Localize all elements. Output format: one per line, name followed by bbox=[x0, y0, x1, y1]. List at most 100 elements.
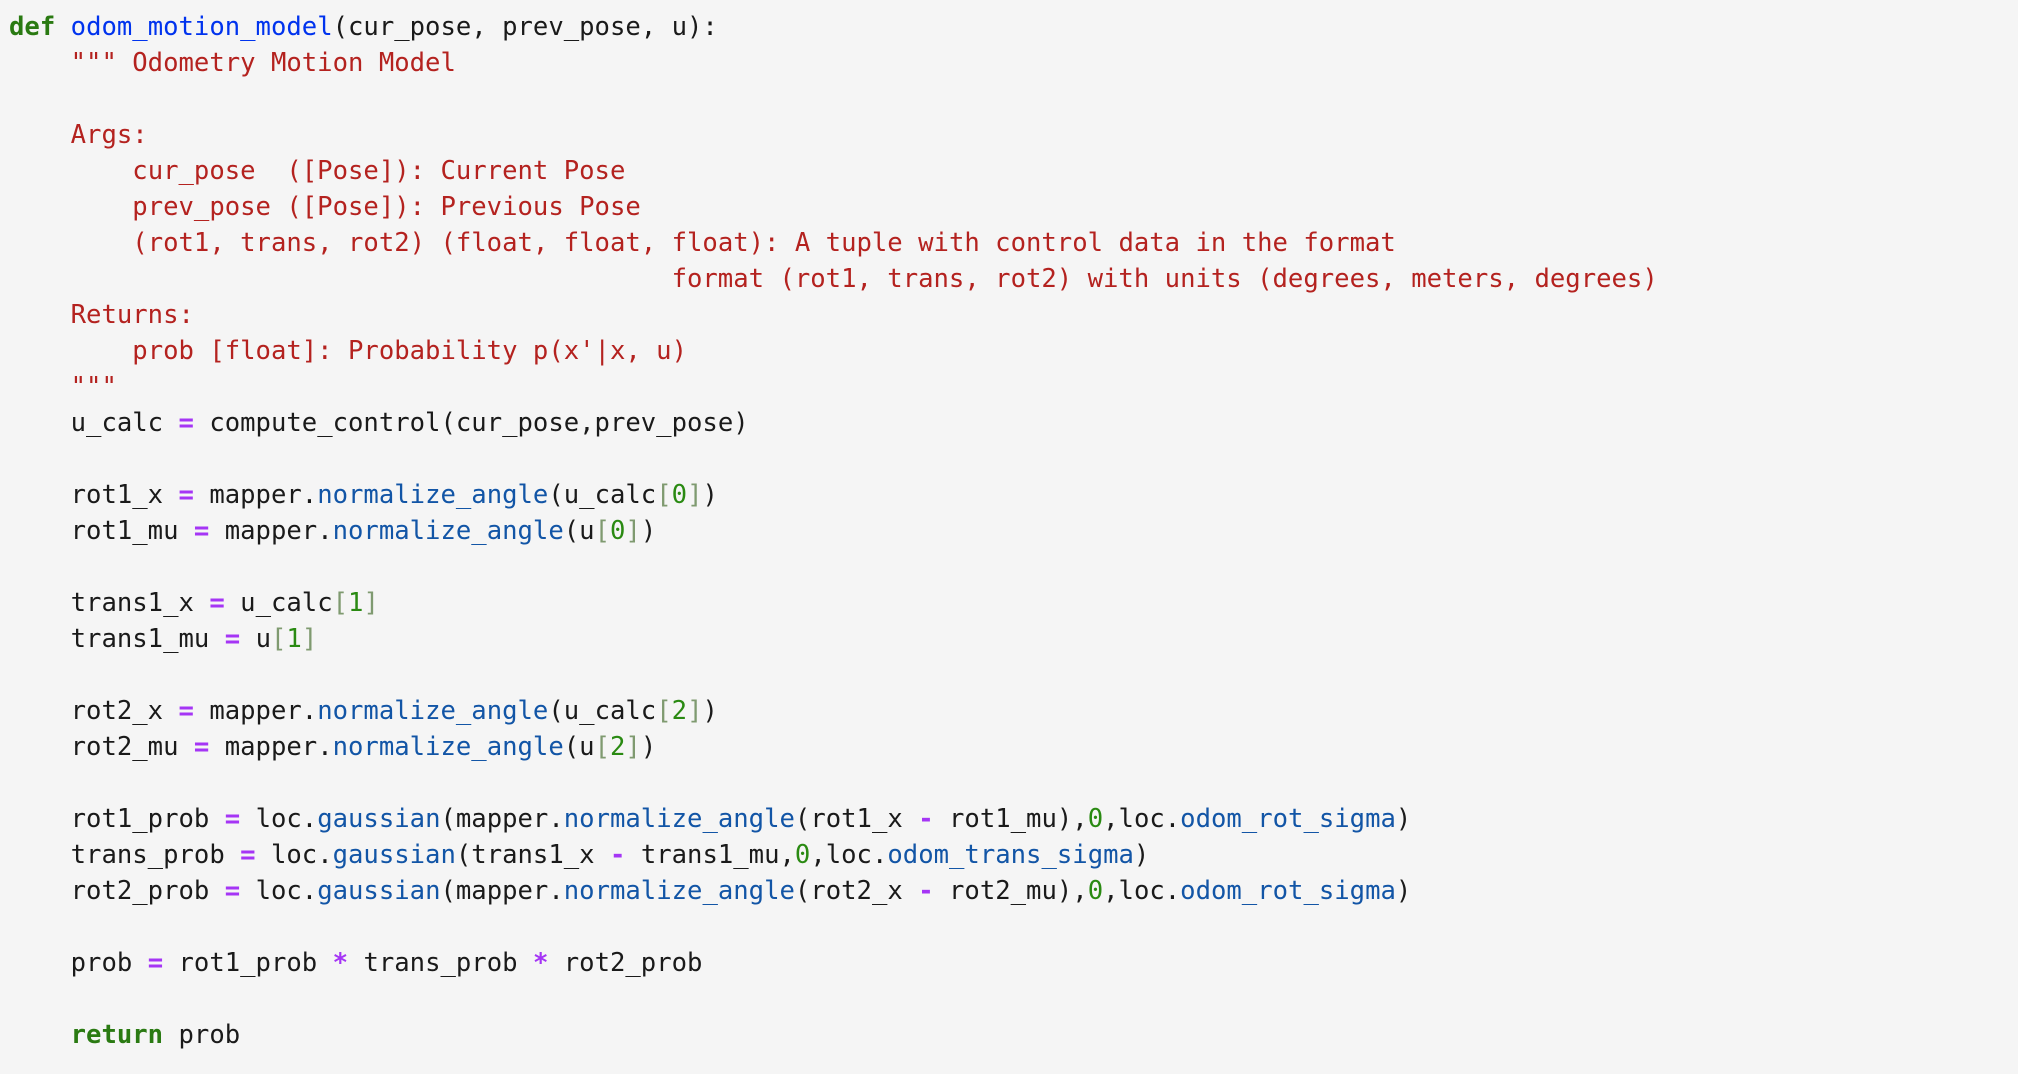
code-text: mapper. bbox=[209, 732, 333, 762]
function-name-token: odom_motion_model bbox=[70, 12, 333, 42]
operator-token: - bbox=[609, 840, 626, 870]
docstring-token: Args: bbox=[70, 120, 148, 150]
code-line: rot1_x = mapper.normalize_angle(u_calc[0… bbox=[9, 477, 1658, 513]
code-text: rot2_x bbox=[9, 696, 179, 726]
code-line: cur_pose ([Pose]): Current Pose bbox=[9, 153, 1658, 189]
operator-token: - bbox=[918, 876, 934, 906]
bracket-token: ] bbox=[687, 696, 703, 726]
code-text bbox=[9, 300, 71, 330]
code-text: rot1_mu), bbox=[933, 804, 1088, 834]
code-text: ,loc. bbox=[1103, 876, 1181, 906]
code-cell[interactable]: def odom_motion_model(cur_pose, prev_pos… bbox=[9, 9, 1658, 1053]
operator-token: = bbox=[209, 588, 225, 618]
docstring-token: cur_pose ([Pose]): Current Pose bbox=[132, 156, 626, 186]
code-text: ) bbox=[1395, 804, 1412, 834]
code-line: """ Odometry Motion Model bbox=[9, 45, 1658, 81]
number-token: 2 bbox=[671, 696, 688, 726]
method-token: normalize_angle bbox=[332, 732, 564, 762]
code-line: """ bbox=[9, 369, 1658, 405]
number-token: 1 bbox=[348, 588, 364, 618]
code-line: rot2_x = mapper.normalize_angle(u_calc[2… bbox=[9, 693, 1658, 729]
docstring-token: prob [float]: Probability p(x'|x, u) bbox=[132, 336, 687, 366]
keyword-token: return bbox=[70, 1020, 164, 1050]
code-line: rot2_prob = loc.gaussian(mapper.normaliz… bbox=[9, 873, 1658, 909]
method-token: normalize_angle bbox=[317, 480, 549, 510]
bracket-token: ] bbox=[363, 588, 379, 618]
code-text bbox=[55, 12, 70, 42]
docstring-token: format (rot1, trans, rot2) with units (d… bbox=[671, 264, 1658, 294]
method-token: normalize_angle bbox=[563, 876, 795, 906]
code-text bbox=[9, 1020, 71, 1050]
code-text bbox=[9, 372, 71, 402]
code-text: trans_prob bbox=[348, 948, 533, 978]
method-token: normalize_angle bbox=[332, 516, 564, 546]
code-line: def odom_motion_model(cur_pose, prev_pos… bbox=[9, 9, 1658, 45]
code-line: return prob bbox=[9, 1017, 1658, 1053]
docstring-token: """ bbox=[70, 372, 117, 402]
bracket-token: [ bbox=[656, 480, 672, 510]
bracket-token: [ bbox=[332, 588, 349, 618]
docstring-token: """ Odometry Motion Model bbox=[70, 48, 456, 78]
code-text: rot2_mu bbox=[9, 732, 194, 762]
code-line: prev_pose ([Pose]): Previous Pose bbox=[9, 189, 1658, 225]
bracket-token: ] bbox=[687, 480, 703, 510]
operator-token: = bbox=[193, 516, 210, 546]
code-text bbox=[9, 192, 132, 222]
method-token: odom_rot_sigma bbox=[1180, 804, 1396, 834]
number-token: 0 bbox=[1087, 804, 1104, 834]
method-token: gaussian bbox=[317, 804, 441, 834]
code-text: rot1_mu bbox=[9, 516, 194, 546]
code-line: u_calc = compute_control(cur_pose,prev_p… bbox=[9, 405, 1658, 441]
operator-token: = bbox=[147, 948, 164, 978]
code-text: trans1_x bbox=[9, 588, 210, 618]
code-text: mapper. bbox=[193, 480, 318, 510]
code-text: trans1_mu, bbox=[625, 840, 795, 870]
code-text bbox=[9, 228, 132, 258]
bracket-token: [ bbox=[656, 696, 672, 726]
operator-token: = bbox=[193, 732, 210, 762]
number-token: 0 bbox=[671, 480, 688, 510]
code-text: (mapper. bbox=[440, 876, 564, 906]
code-text: loc. bbox=[255, 840, 333, 870]
code-line bbox=[9, 549, 1658, 585]
method-token: odom_trans_sigma bbox=[887, 840, 1134, 870]
code-line bbox=[9, 765, 1658, 801]
bracket-token: ] bbox=[625, 732, 641, 762]
code-text bbox=[9, 120, 71, 150]
code-text: (u bbox=[563, 516, 595, 546]
code-line: rot1_mu = mapper.normalize_angle(u[0]) bbox=[9, 513, 1658, 549]
code-text: u bbox=[240, 624, 271, 654]
code-text: ) bbox=[702, 696, 718, 726]
code-text: loc. bbox=[240, 804, 318, 834]
code-line: rot1_prob = loc.gaussian(mapper.normaliz… bbox=[9, 801, 1658, 837]
method-token: gaussian bbox=[332, 840, 456, 870]
code-line: prob [float]: Probability p(x'|x, u) bbox=[9, 333, 1658, 369]
method-token: gaussian bbox=[317, 876, 441, 906]
code-line bbox=[9, 909, 1658, 945]
code-text: rot1_x bbox=[9, 480, 179, 510]
method-token: normalize_angle bbox=[563, 804, 795, 834]
docstring-token: prev_pose ([Pose]): Previous Pose bbox=[132, 192, 641, 222]
operator-token: - bbox=[918, 804, 934, 834]
bracket-token: [ bbox=[594, 516, 610, 546]
code-text: ) bbox=[640, 732, 657, 762]
code-text: (rot2_x bbox=[794, 876, 919, 906]
number-token: 0 bbox=[794, 840, 811, 870]
docstring-token: (rot1, trans, rot2) (float, float, float… bbox=[132, 228, 1396, 258]
operator-token: = bbox=[224, 624, 241, 654]
code-text: (u_calc bbox=[548, 480, 657, 510]
code-text: (u bbox=[563, 732, 595, 762]
operator-token: = bbox=[224, 804, 241, 834]
keyword-token: def bbox=[9, 12, 56, 42]
code-text: (u_calc bbox=[548, 696, 657, 726]
code-text: ,loc. bbox=[1103, 804, 1181, 834]
operator-token: = bbox=[224, 876, 241, 906]
code-line bbox=[9, 657, 1658, 693]
operator-token: = bbox=[178, 480, 194, 510]
code-text: trans1_mu bbox=[9, 624, 225, 654]
code-line: trans_prob = loc.gaussian(trans1_x - tra… bbox=[9, 837, 1658, 873]
code-text bbox=[9, 156, 132, 186]
code-text: prob bbox=[163, 1020, 241, 1050]
docstring-token: Returns: bbox=[70, 300, 194, 330]
code-line: Args: bbox=[9, 117, 1658, 153]
